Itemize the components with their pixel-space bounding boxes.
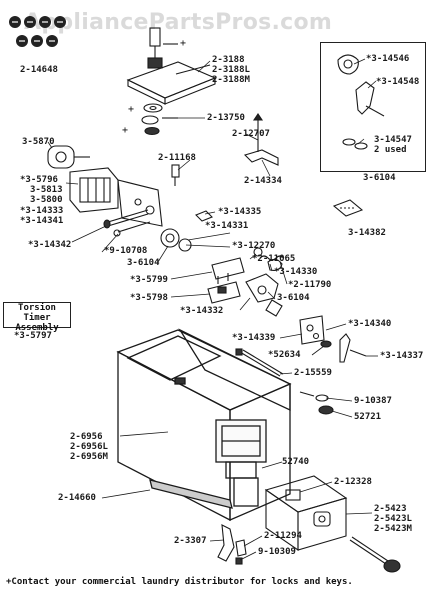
inset-parts bbox=[337, 54, 385, 150]
part-label-2-14660: 2-14660 bbox=[58, 493, 96, 503]
part-label-2-used: 2 used bbox=[374, 145, 407, 155]
coin-drawer bbox=[264, 475, 348, 552]
part-label-3-5797: *3-5797 bbox=[14, 331, 52, 341]
part-label-9-10708: *9-10708 bbox=[104, 246, 148, 256]
part-label-3-6104b: 3-6104 bbox=[277, 293, 310, 303]
micro-switch-5799 bbox=[211, 257, 245, 284]
part-label-52740: 52740 bbox=[282, 457, 310, 467]
part-label-3-12270: *3-12270 bbox=[232, 241, 276, 251]
part-label-3-6104-inset: 3-6104 bbox=[363, 173, 396, 183]
part-label-3-5796: *3-5796 bbox=[20, 175, 58, 185]
part-label-3-14548: *3-14548 bbox=[376, 77, 420, 87]
svg-text:+: + bbox=[180, 38, 186, 49]
svg-text:+: + bbox=[128, 104, 134, 115]
part-label-2-3188M: 2-3188M bbox=[212, 75, 250, 85]
part-label-2-5423L: 2-5423L bbox=[374, 514, 412, 524]
part-label-3-14332: *3-14332 bbox=[180, 306, 224, 316]
timer-motor bbox=[47, 145, 90, 169]
part-label-3-5799: *3-5799 bbox=[130, 275, 168, 285]
part-label-3-14335: *3-14335 bbox=[218, 207, 262, 217]
part-label-2-12328: 2-12328 bbox=[334, 477, 372, 487]
part-label-3-14330: *3-14330 bbox=[274, 267, 318, 277]
part-label-3-14340: *3-14340 bbox=[348, 319, 392, 329]
part-label-2-15559: 2-15559 bbox=[294, 368, 332, 378]
torsion-title-line1: Torsion Timer bbox=[18, 303, 56, 323]
svg-text:+: + bbox=[122, 125, 128, 136]
micro-switch-5798 bbox=[207, 281, 241, 304]
part-label-2-6956: 2-6956 bbox=[70, 432, 103, 442]
lock-clip bbox=[217, 524, 247, 565]
bracket-12707 bbox=[243, 113, 279, 166]
long-screws bbox=[103, 209, 151, 237]
lock-cylinder-top: + bbox=[147, 27, 186, 69]
part-label-3-14382: 3-14382 bbox=[348, 228, 386, 238]
part-label-9-10387: 9-10387 bbox=[354, 396, 392, 406]
part-label-2-3188: 2-3188 bbox=[212, 55, 245, 65]
part-label-3-14333: *3-14333 bbox=[20, 206, 64, 216]
part-label-3-5870: 3-5870 bbox=[22, 137, 55, 147]
part-label-2-3188L: 2-3188L bbox=[212, 65, 250, 75]
part-label-2-14648: 2-14648 bbox=[20, 65, 58, 75]
part-label-2-11065: *2-11065 bbox=[252, 254, 296, 264]
part-label-3-14331: *3-14331 bbox=[205, 221, 249, 231]
part-label-3-14339: *3-14339 bbox=[232, 333, 276, 343]
part-label-2-5423: 2-5423 bbox=[374, 504, 407, 514]
timer-housing bbox=[69, 167, 163, 227]
part-label-2-3307: 2-3307 bbox=[174, 536, 207, 546]
part-label-3-5800: 3-5800 bbox=[30, 195, 63, 205]
part-label-52634: *52634 bbox=[268, 350, 301, 360]
torsion-timer-box: Torsion Timer Assembly bbox=[3, 302, 71, 333]
bracket-14339 bbox=[299, 315, 325, 345]
part-label-3-14342: *3-14342 bbox=[28, 240, 72, 250]
key bbox=[349, 536, 401, 573]
watermark: AppliancePartsPros.com bbox=[24, 10, 333, 35]
lever-14337 bbox=[339, 333, 367, 363]
footer-note: +Contact your commercial laundry distrib… bbox=[6, 577, 353, 587]
coin-box-cabinet bbox=[116, 328, 292, 522]
part-label-2-11168: 2-11168 bbox=[158, 153, 196, 163]
part-label-3-5798: *3-5798 bbox=[130, 293, 168, 303]
part-label-2-5423M: 2-5423M bbox=[374, 524, 412, 534]
part-label-3-5813: 3-5813 bbox=[30, 185, 63, 195]
part-label-3-14547: 3-14547 bbox=[374, 135, 412, 145]
coin-slide-plate bbox=[126, 61, 217, 105]
part-label-9-10309: 9-10309 bbox=[258, 547, 296, 557]
part-label-2-13750: 2-13750 bbox=[207, 113, 245, 123]
rod bbox=[235, 348, 284, 377]
part-label-2-14334: 2-14334 bbox=[244, 176, 282, 186]
part-label-3-14337: *3-14337 bbox=[380, 351, 424, 361]
screw bbox=[171, 164, 180, 186]
torsion-title-line2: Assembly bbox=[15, 323, 59, 333]
part-label-2-12707: 2-12707 bbox=[232, 129, 270, 139]
leader-lines bbox=[47, 58, 378, 561]
part-label-2-6956L: 2-6956L bbox=[70, 442, 108, 452]
washers: + + bbox=[122, 103, 178, 136]
part-label-3-14341: *3-14341 bbox=[20, 216, 64, 226]
inset-box bbox=[320, 42, 426, 172]
part-label-3-6104: 3-6104 bbox=[127, 258, 160, 268]
gasket bbox=[332, 199, 364, 217]
top-icons bbox=[9, 16, 66, 47]
spring bbox=[259, 255, 285, 261]
part-label-2-11294: 2-11294 bbox=[264, 531, 302, 541]
part-label-3-14546: *3-14546 bbox=[366, 54, 410, 64]
part-label-52721: 52721 bbox=[354, 412, 382, 422]
part-label-2-6956M: 2-6956M bbox=[70, 452, 108, 462]
part-label-2-11790: *2-11790 bbox=[288, 280, 332, 290]
nut-stack bbox=[299, 391, 334, 415]
nut-52634 bbox=[320, 340, 332, 348]
